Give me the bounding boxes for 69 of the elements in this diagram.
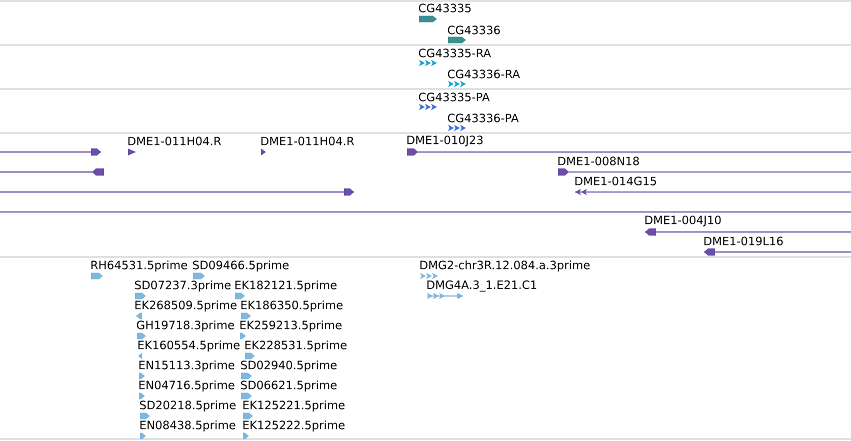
feature-label-glyph: EK228531.5prime <box>245 340 347 360</box>
feature-label-glyph: DME1-014G15 <box>575 176 851 196</box>
feature-label-glyph: EN08438.5prime <box>140 420 236 440</box>
feature-label-glyph: EK160554.5prime <box>138 340 240 360</box>
feature-label-glyph: DME1-019L16 <box>704 236 851 256</box>
feature-label-glyph: DME1-004J10 <box>645 216 851 236</box>
node-label: RH64531.5prime <box>91 260 188 272</box>
node-label: EK259213.5prime <box>240 320 342 332</box>
node-label: SD06621.5prime <box>241 380 337 392</box>
feature-label-glyph: SD02940.5prime <box>241 360 337 380</box>
node-label: SD02940.5prime <box>241 360 337 372</box>
node-label: EK182121.5prime <box>235 280 337 292</box>
node-label: CG43335 <box>418 4 471 12</box>
node-label: DME1-011H04.R <box>261 136 354 146</box>
feature-label-glyph: SD06621.5prime <box>241 380 337 400</box>
node-label: CG43336-RA <box>448 70 520 78</box>
feature-label-glyph: CG43336 <box>448 26 500 44</box>
node-label: EK160554.5prime <box>138 340 240 352</box>
feature-label-glyph: DME1-008N18 <box>558 156 851 176</box>
node-label: CG43336 <box>448 26 500 34</box>
node-label: EK125222.5prime <box>243 420 345 432</box>
feature-label-glyph: EK259213.5prime <box>240 320 342 340</box>
feature-glyph <box>0 168 104 176</box>
feature-label-glyph: CG43335 <box>418 4 471 22</box>
node-label: DME1-004J10 <box>645 216 721 226</box>
feature-label-glyph: DME1-011H04.R <box>261 136 354 156</box>
node-label: DME1-010J23 <box>407 136 483 146</box>
feature-label-glyph: RH64531.5prime <box>91 260 188 280</box>
feature-label-glyph: EK268509.5prime <box>135 300 237 320</box>
feature-label-glyph: EK125221.5prime <box>243 400 345 420</box>
node-label: CG43335-RA <box>418 48 492 58</box>
feature-glyph <box>0 148 101 156</box>
feature-label-glyph: EN04716.5prime <box>139 380 234 400</box>
node-label: GH19718.3prime <box>136 320 234 332</box>
feature-label-glyph: CG43335-RA <box>418 48 491 66</box>
node-label: DME1-014G15 <box>575 176 656 186</box>
feature-label-glyph: SD09466.5prime <box>193 260 289 280</box>
feature-label-glyph: CG43336-PA <box>448 114 519 132</box>
node-label: EK186350.5prime <box>241 300 343 312</box>
node-label: DME1-019L16 <box>704 236 783 246</box>
feature-label-glyph: SD20218.5prime <box>140 400 236 420</box>
node-label: EK268509.5prime <box>135 300 237 312</box>
feature-label-glyph: GH19718.3prime <box>136 320 234 340</box>
feature-label-glyph: DMG2-chr3R.12.084.a.3prime <box>420 260 590 280</box>
node-label: DME1-008N18 <box>558 156 639 166</box>
node-label: EN04716.5prime <box>139 380 234 392</box>
node-label: DME1-011H04.R <box>128 136 222 146</box>
feature-label-glyph: EK186350.5prime <box>241 300 343 320</box>
feature-glyph <box>0 188 354 196</box>
feature-label-glyph: DME1-010J23 <box>407 136 851 156</box>
feature-label-glyph: DME1-011H04.R <box>128 136 222 156</box>
node-label: CG43336-PA <box>448 114 519 122</box>
feature-label-glyph: EK125222.5prime <box>243 420 345 440</box>
feature-label-glyph: DMG4A.3_1.E21.C1 <box>427 280 536 300</box>
node-label: SD09466.5prime <box>193 260 289 272</box>
feature-label-glyph: EK182121.5prime <box>235 280 337 300</box>
feature-label-glyph: SD07237.3prime <box>135 280 231 300</box>
node-label: SD07237.3prime <box>135 280 231 292</box>
node-label: CG43335-PA <box>418 92 490 102</box>
feature-label-glyph: EN15113.3prime <box>139 360 234 380</box>
node-label: SD20218.5prime <box>140 400 236 412</box>
node-label: EK125221.5prime <box>243 400 345 412</box>
node-label: DMG4A.3_1.E21.C1 <box>427 280 536 292</box>
node-label: DMG2-chr3R.12.084.a.3prime <box>420 260 590 272</box>
node-label: EN15113.3prime <box>139 360 234 372</box>
feature-label-glyph: CG43336-RA <box>448 70 520 88</box>
feature-label-glyph: CG43335-PA <box>418 92 490 110</box>
node-label: EK228531.5prime <box>245 340 347 352</box>
node-label: EN08438.5prime <box>140 420 236 432</box>
